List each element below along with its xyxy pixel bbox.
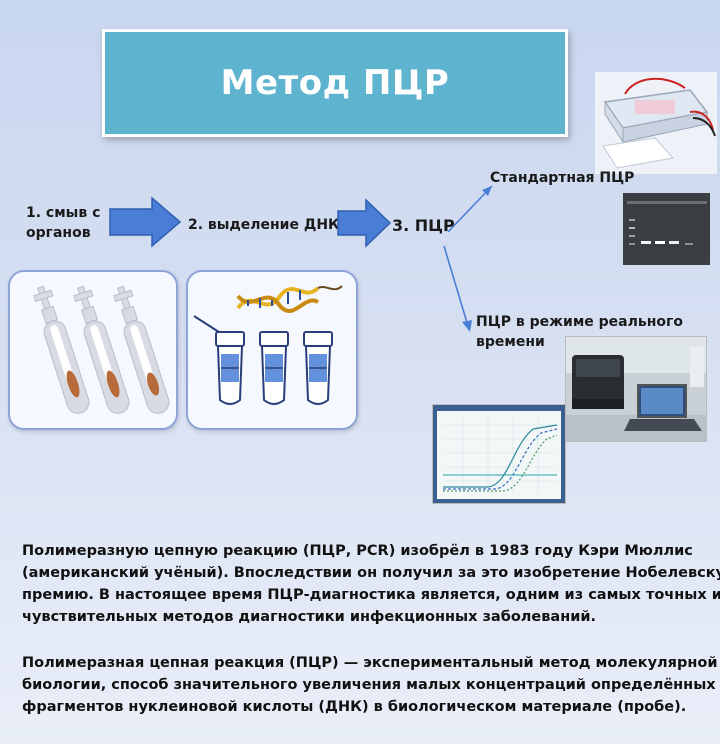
- paragraph-2-line-3: фрагментов нуклеиновой кислоты (ДНК) в б…: [22, 699, 687, 715]
- paragraph-definition: Полимеразная цепная реакция (ПЦР) — эксп…: [22, 652, 718, 718]
- dna-extraction-panel: [186, 270, 358, 430]
- extraction-tubes-illustration: [193, 285, 343, 405]
- swab-tubes-illustration: [33, 285, 170, 414]
- step-2-label: 2. выделение ДНК: [188, 217, 340, 233]
- standard-pcr-label: Стандартная ПЦР: [490, 170, 635, 186]
- amplification-plot-image: [432, 404, 566, 504]
- paragraph-1-line-3: премию. В настоящее время ПЦР-диагностик…: [22, 587, 720, 603]
- realtime-pcr-line-1: ПЦР в режиме реального: [476, 314, 683, 330]
- paragraph-2-line-2: биологии, способ значительного увеличени…: [22, 677, 716, 693]
- realtime-pcr-line-2: времени: [476, 334, 545, 350]
- realtime-pcr-instrument-image: [565, 336, 707, 442]
- paragraph-history: Полимеразную цепную реакцию (ПЦР, PCR) и…: [22, 540, 720, 628]
- arrow-step1-to-step2: [109, 196, 182, 248]
- paragraph-1-line-4: чувствительных методов диагностики инфек…: [22, 609, 597, 625]
- branch-arrows: [443, 185, 493, 332]
- realtime-pcr-label: ПЦР в режиме реального времени: [476, 312, 683, 352]
- swab-samples-panel: [8, 270, 178, 430]
- paragraph-1-line-1: Полимеразную цепную реакцию (ПЦР, PCR) и…: [22, 543, 693, 559]
- electrophoresis-apparatus-image: [595, 72, 717, 174]
- step-1-line-2: органов: [26, 225, 91, 241]
- title-banner: Метод ПЦР: [102, 29, 568, 137]
- step-1-line-1: 1. смыв с: [26, 205, 101, 221]
- step-3-label: 3. ПЦР: [392, 216, 455, 235]
- gel-electrophoresis-image: [623, 193, 710, 265]
- paragraph-1-line-2: (американский учёный). Впоследствии он п…: [22, 565, 720, 581]
- step-1-label: 1. смыв с органов: [26, 203, 100, 243]
- arrow-step2-to-step3: [337, 198, 392, 248]
- dna-helix-icon: [236, 285, 343, 313]
- page-title: Метод ПЦР: [220, 63, 450, 103]
- paragraph-2-line-1: Полимеразная цепная реакция (ПЦР) — эксп…: [22, 655, 718, 671]
